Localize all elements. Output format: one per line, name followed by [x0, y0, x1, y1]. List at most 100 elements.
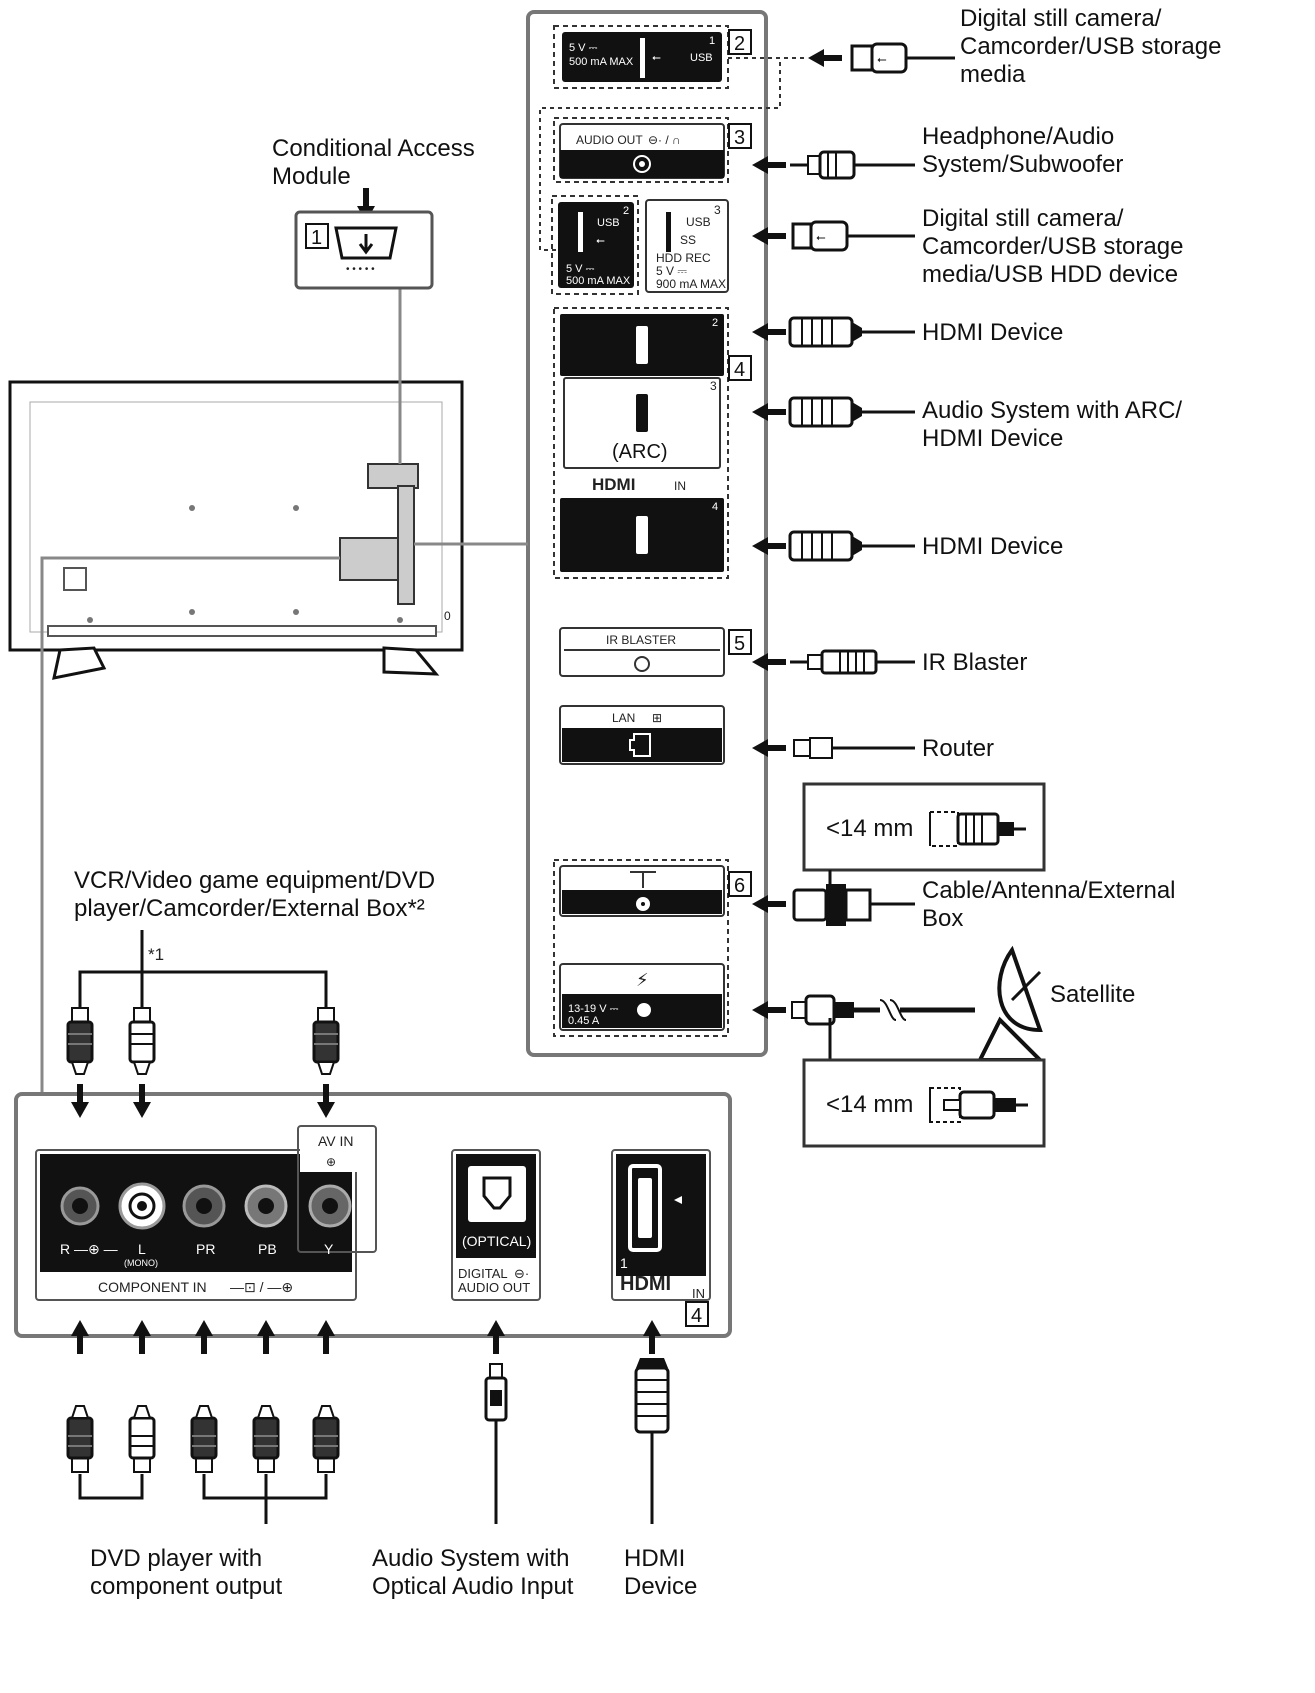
usb2-icon: ⭠ [596, 235, 605, 247]
usb-symbol-icon: ⭠ [877, 52, 887, 66]
hdmi1-index: 1 [620, 1255, 628, 1271]
mini-jack-plug [790, 150, 915, 180]
usb3-text: USB [686, 215, 711, 229]
number-1: 1 [311, 227, 322, 249]
label-hdmi3-line2: HDMI Device [922, 425, 1063, 452]
label-hdmi-device-bottom-line2: Device [624, 1573, 697, 1600]
number-4-bottom: 4 [691, 1305, 702, 1327]
number-4: 4 [734, 359, 745, 381]
component-in-icon: —⊡ / —⊕ [230, 1279, 293, 1295]
number-3: 3 [734, 127, 745, 149]
label-vcr-line2: player/Camcorder/External Box*² [74, 895, 425, 922]
jack-pb [244, 1184, 288, 1228]
rca-plug-l-bottom [128, 1404, 156, 1474]
label-optical-system-line1: Audio System with [372, 1545, 569, 1572]
tv-rear-view [8, 380, 464, 680]
label-usb23-line2: Camcorder/USB storage [922, 233, 1183, 260]
label-hdmi4: HDMI Device [922, 533, 1063, 560]
usb2-text: USB [597, 217, 620, 229]
digital-audio-icon: ⊖· [514, 1266, 529, 1281]
usb1-index: 1 [709, 35, 715, 47]
label-cable-line1: Cable/Antenna/External [922, 877, 1176, 904]
jack-r-icon: —⊕ — [74, 1241, 118, 1257]
jack-l-label: L [138, 1241, 146, 1257]
arrow-usb1 [808, 49, 842, 67]
jack-pr [182, 1184, 226, 1228]
satellite-dish-icon [976, 945, 1045, 1062]
rca-plug-y-top [312, 1006, 340, 1076]
number-2: 2 [734, 33, 745, 55]
usb1-text: USB [690, 52, 713, 64]
optical-label: (OPTICAL) [462, 1233, 531, 1249]
antenna-icon [630, 871, 656, 888]
label-cable-line2: Box [922, 905, 963, 932]
f-plug [791, 994, 975, 1026]
rca-plug-pr-bottom [190, 1404, 218, 1474]
usb-plug-2: ⭠ [791, 220, 915, 252]
ir-blaster-port [559, 627, 725, 677]
size-label-bottom: <14 mm [826, 1091, 913, 1118]
label-cam-line1: Conditional Access [272, 135, 475, 162]
usb3-index: 3 [714, 203, 721, 217]
label-headphone-line2: System/Subwoofer [922, 151, 1123, 178]
label-router: Router [922, 735, 994, 762]
optical-port-icon [482, 1176, 512, 1210]
av-in-label: AV IN [318, 1133, 354, 1149]
label-dvd-line2: component output [90, 1573, 282, 1600]
jack-l [118, 1182, 166, 1230]
label-hdmi2: HDMI Device [922, 319, 1063, 346]
label-usb1-line2: Camcorder/USB storage [960, 33, 1221, 60]
hdmi-plug-2 [788, 316, 864, 348]
av-in-box [297, 1125, 377, 1253]
sat-rating-line1: 13-19 V ⎓ [568, 1003, 619, 1015]
rca-plug-r-top [66, 1006, 94, 1076]
hdmi-index-2: 2 [712, 317, 718, 329]
digital-audio-line2: AUDIO OUT [458, 1280, 530, 1295]
jack-y [308, 1184, 352, 1228]
usb-plug-1: ⭠ [850, 42, 955, 74]
satellite-dish-small-icon: ⚡ [636, 970, 649, 990]
usb-port-2 [558, 202, 634, 288]
hdmi-plug-4 [788, 530, 864, 562]
jack-pb-label: PB [258, 1241, 277, 1257]
tv-zero-mark: 0 [444, 609, 451, 623]
hdmi1-in: IN [692, 1286, 705, 1301]
lan-label: LAN [612, 711, 635, 725]
headphone-icon: ⊖· / ∩ [648, 133, 681, 147]
usb3-rating-line2: 900 mA MAX [656, 277, 726, 291]
note-1: *1 [148, 945, 164, 964]
number-5: 5 [734, 633, 745, 655]
rca-plug-y-bottom [312, 1404, 340, 1474]
label-ir: IR Blaster [922, 649, 1027, 676]
jack-l-mono: (MONO) [124, 1258, 158, 1268]
rca-plug-l-top [128, 1006, 156, 1076]
jack-y-label: Y [324, 1241, 334, 1257]
sat-rating-line2: 0.45 A [568, 1015, 600, 1027]
label-vcr-line1: VCR/Video game equipment/DVD [74, 867, 435, 894]
size-label-top: <14 mm [826, 815, 913, 842]
usb3-rating-line1: 5 V ⎓ [656, 264, 687, 278]
usb-icon: ⭠ [652, 52, 661, 64]
audio-out-label: AUDIO OUT [576, 133, 643, 147]
usb2-rating-line2: 500 mA MAX [566, 275, 631, 287]
hdmi-in-logo: HDMI [592, 475, 635, 494]
lan-plug [793, 737, 915, 759]
label-hdmi-device-bottom-line1: HDMI [624, 1545, 685, 1572]
arc-label: (ARC) [612, 441, 668, 463]
component-in-label: COMPONENT IN [98, 1279, 207, 1295]
usb3-ss-icon: SS [680, 233, 696, 247]
label-satellite: Satellite [1050, 981, 1135, 1008]
usb3-rec: HDD REC [656, 251, 711, 265]
lan-icon: ⊞ [652, 711, 662, 725]
av-in-icon: ⊕ [326, 1155, 336, 1169]
cam-dots-icon: • • • • • [346, 264, 375, 275]
label-optical-system-line2: Optical Audio Input [372, 1573, 574, 1600]
label-usb23-line1: Digital still camera/ [922, 205, 1124, 232]
hdmi-index-3: 3 [710, 379, 717, 393]
jack-pr-label: PR [196, 1241, 215, 1257]
hdmi-in-text: IN [674, 479, 686, 493]
usb1-rating-line2: 500 mA MAX [569, 56, 634, 68]
rca-plug-r-bottom [66, 1404, 94, 1474]
hdmi1-logo: HDMI [620, 1273, 671, 1295]
